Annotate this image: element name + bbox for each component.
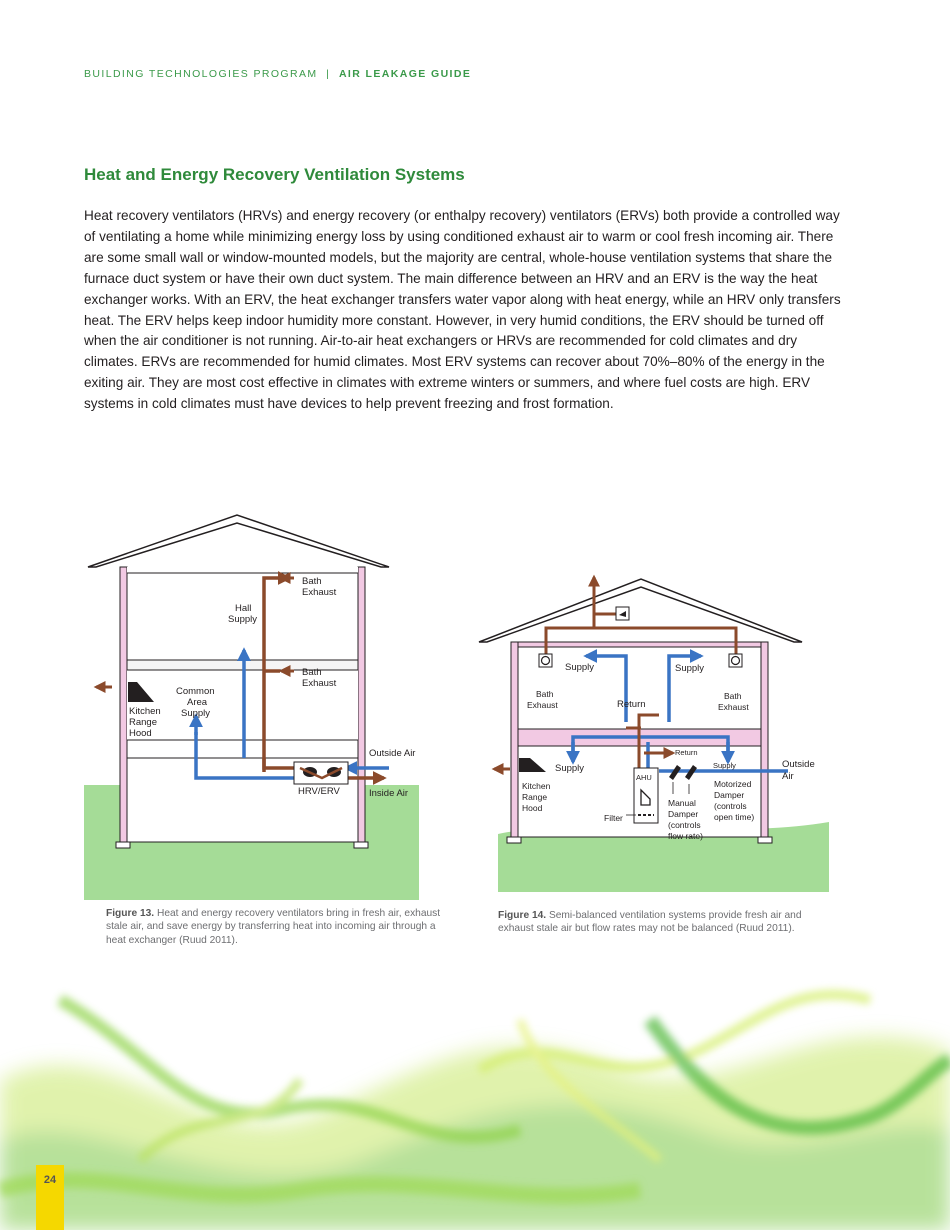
kitchen-range-hood-shape: [519, 758, 546, 772]
roof: [478, 578, 803, 643]
return-duct: [637, 713, 659, 776]
house-right-wall: [357, 566, 366, 843]
fig14-manual-3: (controls: [668, 820, 701, 830]
fig14-supply-right: Supply: [675, 663, 704, 674]
fig13-kitchen-1: Kitchen: [129, 706, 161, 717]
fig14-outside-2: Air: [782, 771, 794, 782]
fig14-motorized-4: open time): [714, 812, 754, 822]
attic-exhaust-riser: [592, 612, 616, 628]
fig14-motorized-1: Motorized: [714, 779, 752, 789]
ahu-fan-icon: [640, 788, 651, 806]
bath-fan-right-icon: [730, 655, 741, 666]
figure-14-caption: Figure 14. Semi-balanced ventilation sys…: [498, 909, 834, 936]
fig13-kitchen-3: Hood: [129, 728, 152, 739]
manual-damper: [669, 765, 681, 780]
house-left-wall: [119, 566, 128, 843]
fig13-bath-exhaust-top-1: Bath: [302, 576, 322, 587]
fig14-bath-right-1: Bath: [724, 691, 742, 701]
left-supply-duct: [583, 649, 628, 722]
figure-14-diagram: Supply Supply Bath Exhaust Bath Exhaust …: [478, 574, 829, 892]
fig14-motorized-3: (controls: [714, 801, 747, 811]
fig14-manual-4: flow rate): [668, 831, 703, 841]
fig14-bath-right-2: Exhaust: [718, 702, 749, 712]
section-title: Heat and Energy Recovery Ventilation Sys…: [84, 165, 465, 184]
figure-13-caption: Figure 13. Heat and energy recovery vent…: [106, 907, 451, 947]
house-right-wall: [760, 641, 769, 838]
fig13-inside-air: Inside Air: [369, 788, 408, 799]
fig14-supply-small: Supply: [713, 761, 736, 770]
right-supply-duct: [667, 649, 704, 722]
fig14-bath-left-2: Exhaust: [527, 700, 558, 710]
body-paragraph: Heat recovery ventilators (HRVs) and ene…: [84, 208, 841, 412]
house-left-wall: [510, 641, 519, 838]
attic-fan-icon: [619, 611, 626, 617]
left-footing: [506, 836, 522, 844]
figure-13-diagram: Bath Exhaust Hall Supply Bath Exhaust Co…: [84, 514, 419, 900]
fig13-common-2: Area: [187, 697, 208, 708]
figure-14-caption-label: Figure 14.: [498, 910, 547, 921]
right-footing: [353, 841, 369, 849]
fig13-hrv-erv: HRV/ERV: [298, 786, 341, 797]
fig14-supply-left: Supply: [565, 662, 594, 673]
fig14-kitchen-2: Range: [522, 792, 547, 802]
fig14-bath-left-1: Bath: [536, 689, 554, 699]
left-footing: [115, 841, 131, 849]
attic-exhaust-duct: [544, 626, 738, 654]
header-guide: AIR LEAKAGE GUIDE: [338, 68, 472, 80]
fig14-ahu: AHU: [636, 773, 652, 782]
fig14-filter: Filter: [604, 813, 623, 823]
fig14-return-small: Return: [675, 748, 698, 757]
page-number: 24: [36, 1165, 64, 1230]
hrv-crossover: [299, 766, 343, 780]
fig14-motorized-2: Damper: [714, 790, 744, 800]
fig13-bath-exhaust-mid-1: Bath: [302, 667, 322, 678]
fig13-bath-exhaust-mid-2: Exhaust: [302, 678, 337, 689]
fig13-bath-exhaust-top-2: Exhaust: [302, 587, 337, 598]
figure-13-caption-text: Heat and energy recovery ventilators bri…: [106, 908, 441, 946]
fig13-common-3: Supply: [181, 708, 210, 719]
fig13-common-1: Common: [176, 686, 215, 697]
header-program: BUILDING TECHNOLOGIES PROGRAM: [84, 68, 318, 80]
figure-13-caption-label: Figure 13.: [106, 908, 155, 919]
fig13-hall-supply-1: Hall: [235, 603, 251, 614]
attic-floor: [517, 641, 762, 648]
fig14-manual-2: Damper: [668, 809, 698, 819]
fig13-kitchen-2: Range: [129, 717, 157, 728]
roof: [87, 514, 390, 568]
supply-duct: [194, 732, 302, 780]
kitchen-range-hood-shape: [128, 682, 154, 702]
fig13-outside-air: Outside Air: [369, 748, 415, 759]
header-separator: |: [326, 68, 331, 80]
ground: [498, 822, 829, 892]
figure-14-caption-text: Semi-balanced ventilation systems provid…: [498, 910, 802, 935]
green-smoke-decoration: [0, 989, 950, 1230]
fig14-manual-1: Manual: [668, 798, 696, 808]
fig14-return-main: Return: [617, 699, 646, 710]
fig14-supply-lower: Supply: [555, 763, 584, 774]
running-header: BUILDING TECHNOLOGIES PROGRAM | AIR LEAK…: [84, 68, 471, 80]
right-footing: [757, 836, 773, 844]
fig14-outside-1: Outside: [782, 759, 815, 770]
bath-fan-left-icon: [540, 655, 551, 666]
fig14-kitchen-3: Hood: [522, 803, 543, 813]
motorized-damper: [685, 765, 697, 780]
fig14-kitchen-1: Kitchen: [522, 781, 551, 791]
fig13-hall-supply-2: Supply: [228, 614, 257, 625]
